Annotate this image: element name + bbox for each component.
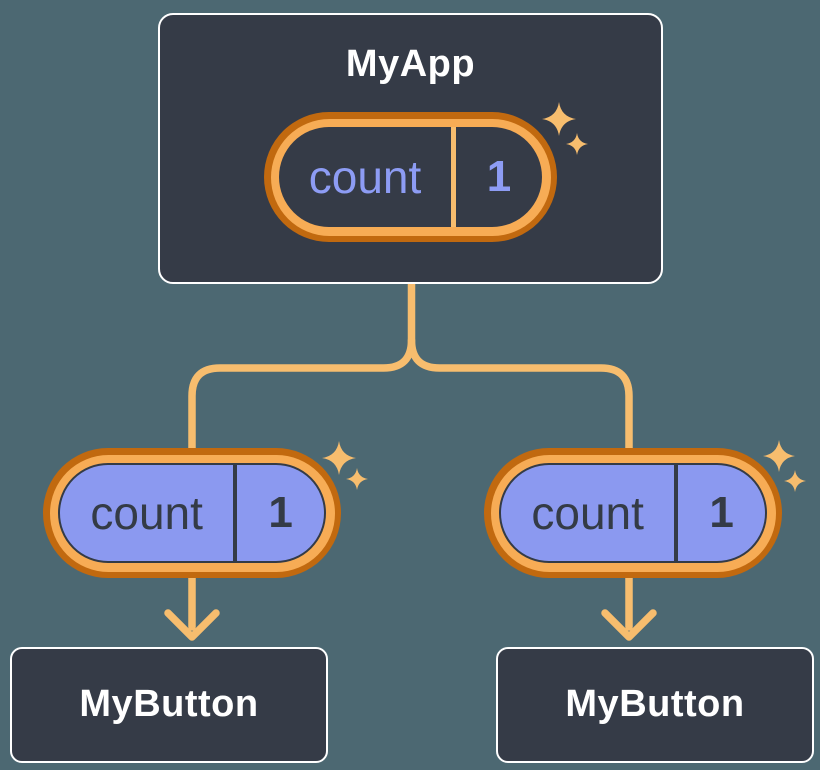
state-key: count xyxy=(308,151,422,203)
sparkle-icon xyxy=(784,470,806,492)
connector-line-right xyxy=(407,336,633,631)
state-key: count xyxy=(531,487,644,539)
state-pill-right: count 1 xyxy=(484,448,782,578)
component-title: MyButton xyxy=(565,683,745,726)
state-value: 1 xyxy=(233,465,324,561)
sparkle-icon xyxy=(542,102,576,136)
sparkle-icon xyxy=(322,441,356,475)
component-card-child-left: MyButton xyxy=(10,647,328,763)
state-value: 1 xyxy=(451,127,542,227)
sparkle-icon xyxy=(346,468,368,490)
state-pill-body: count 1 xyxy=(499,463,767,563)
state-pill-body: count 1 xyxy=(58,463,326,563)
state-pill-ring: count 1 xyxy=(49,454,335,572)
state-pill-ring: count 1 xyxy=(270,118,551,236)
component-title: MyApp xyxy=(345,43,476,85)
sparkle-icon xyxy=(566,133,588,155)
state-pill-body: count 1 xyxy=(279,127,542,227)
arrowhead-right-icon xyxy=(601,609,657,641)
state-value: 1 xyxy=(674,465,765,561)
component-title: MyButton xyxy=(79,683,259,726)
state-pill-root: count 1 xyxy=(264,112,557,242)
state-pill-left: count 1 xyxy=(43,448,341,578)
sparkle-icon xyxy=(763,440,795,472)
state-pill-ring: count 1 xyxy=(490,454,776,572)
component-card-child-right: MyButton xyxy=(496,647,814,763)
state-key: count xyxy=(90,487,203,539)
arrowhead-left-icon xyxy=(164,609,220,641)
